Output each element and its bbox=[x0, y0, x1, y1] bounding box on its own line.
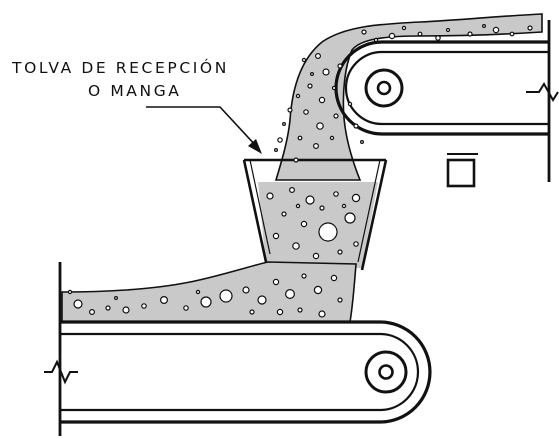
upper-break-symbol bbox=[526, 82, 559, 102]
hopper-label-line-2: O MANGA bbox=[88, 82, 182, 100]
lower-break-symbol bbox=[44, 359, 78, 385]
upper-pulley-hub bbox=[376, 80, 392, 96]
label-leader-arrow bbox=[146, 106, 262, 154]
upper-material-stream bbox=[274, 13, 543, 181]
hopper-material bbox=[258, 182, 378, 268]
lower-pulley-hub bbox=[378, 364, 394, 380]
belt-scraper-box bbox=[446, 158, 476, 188]
material-particles bbox=[67, 24, 533, 318]
receiving-hopper bbox=[242, 158, 388, 271]
lower-belt-inner bbox=[60, 332, 420, 412]
lower-conveyor bbox=[44, 261, 432, 436]
upper-conveyor bbox=[274, 13, 559, 188]
hopper-label-line-1: TOLVA DE RECEPCIÓN bbox=[11, 58, 229, 77]
upper-belt-inner bbox=[344, 50, 548, 126]
lower-belt bbox=[60, 320, 432, 424]
lower-material-pile bbox=[61, 261, 357, 323]
